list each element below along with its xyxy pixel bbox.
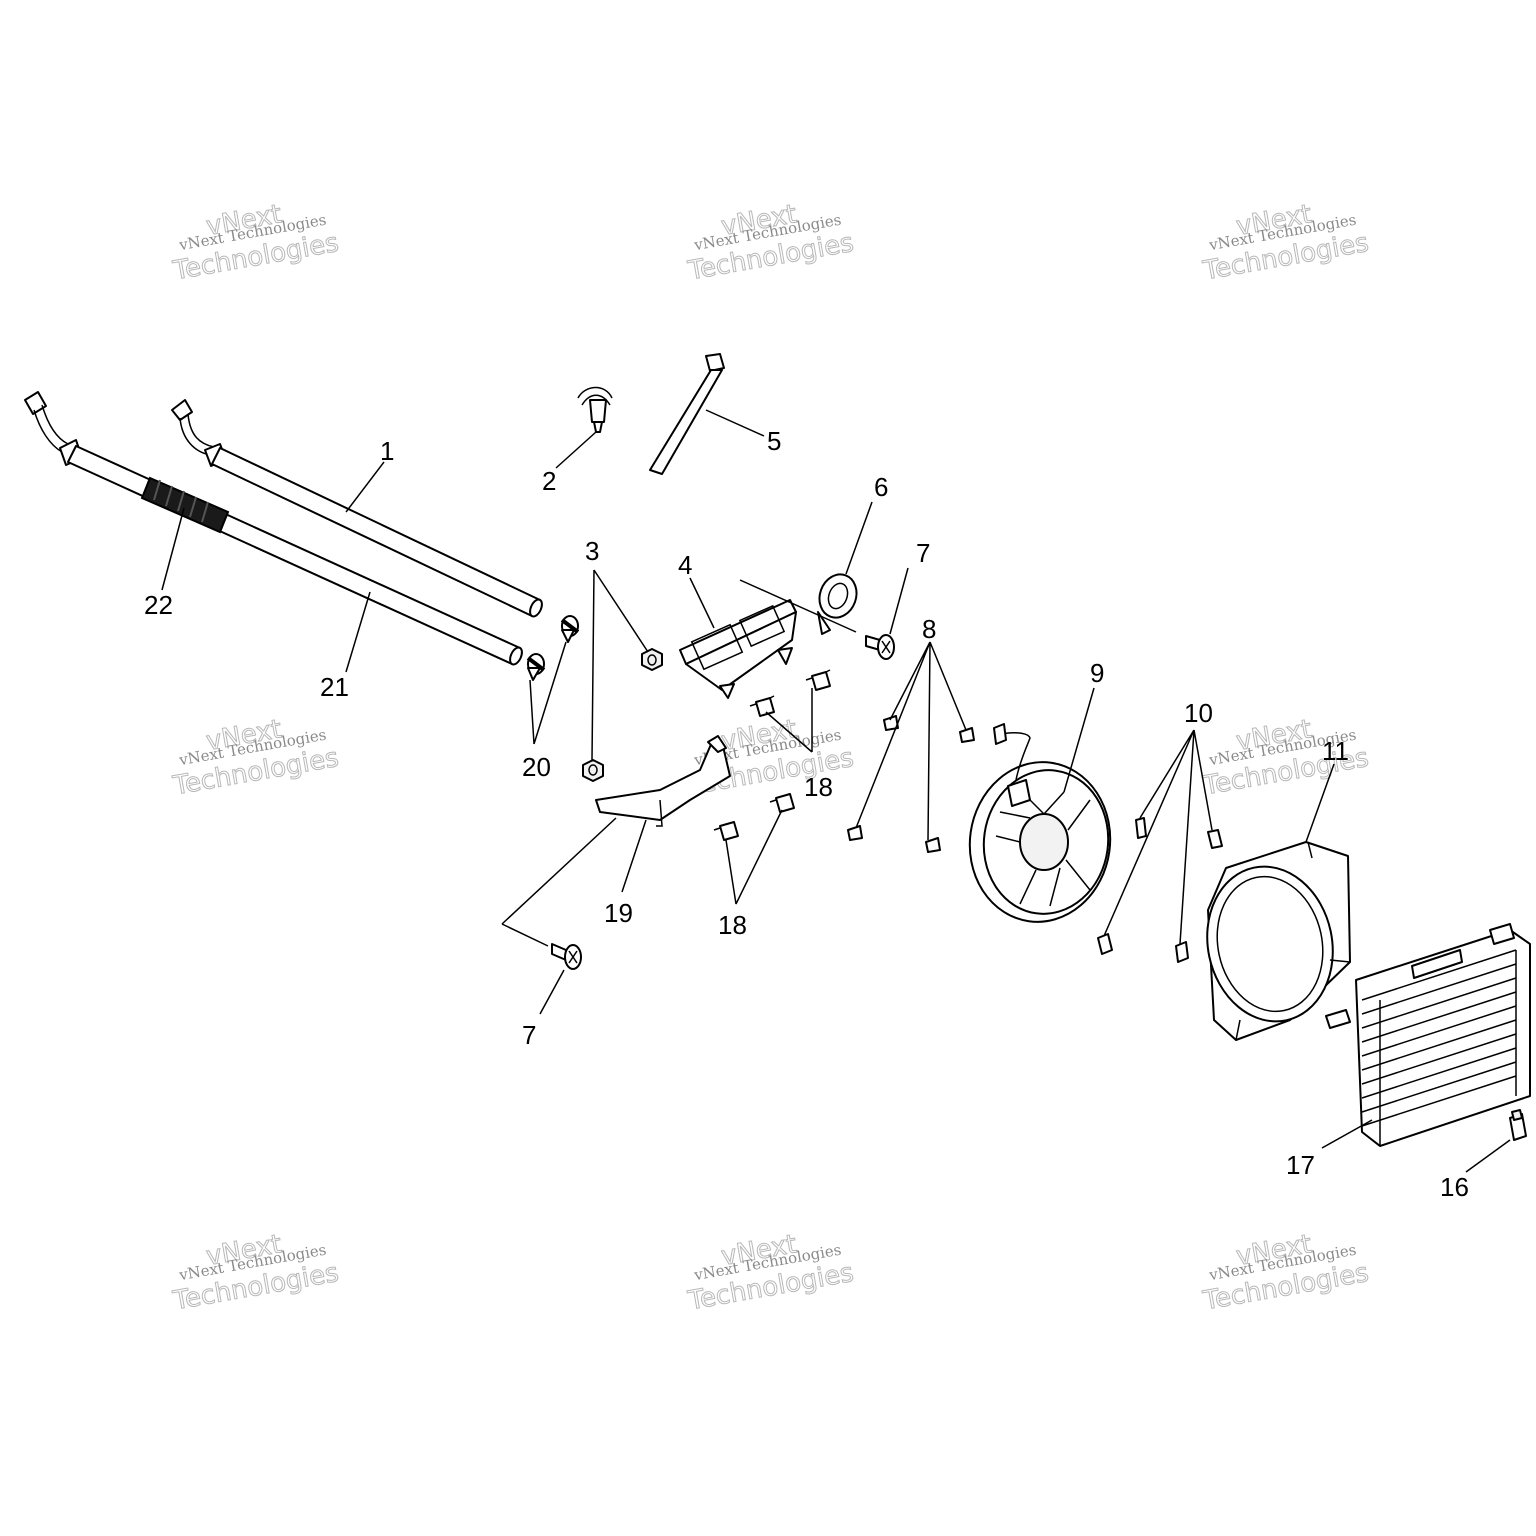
leader-7-lower (539, 969, 565, 1015)
callout-7-lower: 7 (522, 1020, 536, 1050)
callout-2: 2 (542, 466, 556, 496)
part-1-upper-hose (171, 399, 543, 618)
callout-3: 3 (585, 536, 599, 566)
part-8-clip-d (925, 837, 941, 853)
part-18-grommet-b (749, 695, 775, 717)
leader-3 (591, 569, 649, 761)
part-6-p-clamp (817, 573, 858, 635)
part-3-nut-lower (582, 759, 604, 782)
leader-8 (855, 641, 967, 841)
callout-20: 20 (522, 752, 551, 782)
callout-22: 22 (144, 590, 173, 620)
callout-5: 5 (767, 426, 781, 456)
leader-11 (1305, 763, 1335, 843)
watermark-top-left: vNext vNext Technologies Technologies (170, 199, 342, 287)
leader-lines (161, 409, 1511, 1173)
leader-19 (621, 819, 647, 893)
part-10-clip-b (1207, 829, 1223, 849)
leader-4 (689, 577, 715, 629)
callout-8: 8 (922, 614, 936, 644)
part-2-push-clip (577, 386, 613, 433)
callout-4: 4 (678, 550, 692, 580)
part-10-clip-d (1175, 941, 1189, 963)
watermark-bottom-center: vNext vNext Technologies Technologies (685, 1229, 857, 1317)
part-11-fan-shroud (1206, 841, 1351, 1041)
part-10-clip-a (1135, 817, 1147, 839)
leader-19-to-7 (501, 817, 617, 947)
part-9-cooling-fan (968, 723, 1112, 923)
callout-9: 9 (1090, 658, 1104, 688)
part-8-clip-c (847, 825, 863, 841)
leader-16 (1465, 1139, 1511, 1173)
watermark-top-right: vNext vNext Technologies Technologies (1200, 199, 1372, 287)
leader-2 (555, 431, 597, 469)
watermark-top-center: vNext vNext Technologies Technologies (685, 199, 857, 287)
part-10-clip-c (1097, 933, 1113, 955)
part-5-cable-tie (649, 353, 725, 475)
callout-7-upper: 7 (916, 538, 930, 568)
part-8-clip-b (959, 727, 975, 743)
callout-21: 21 (320, 672, 349, 702)
part-7-screw-lower (551, 943, 582, 970)
callout-18-lower: 18 (718, 910, 747, 940)
part-20-hose-clamp-lower (526, 653, 546, 681)
part-17-oil-cooler (1325, 923, 1531, 1147)
part-3-nut-upper (641, 648, 663, 671)
leader-9 (1063, 687, 1095, 793)
part-7-screw-upper (865, 634, 895, 660)
part-21-lower-hose (24, 391, 523, 666)
part-18-grommet-c (769, 793, 795, 813)
leader-6 (845, 501, 873, 575)
callout-18-upper: 18 (804, 772, 833, 802)
leader-10 (1103, 729, 1213, 945)
callout-11: 11 (1322, 736, 1349, 766)
callout-6: 6 (874, 472, 888, 502)
part-22-protective-sleeve (140, 476, 230, 534)
leader-18-lower (725, 809, 783, 905)
callout-16: 16 (1440, 1172, 1469, 1202)
watermark-mid-left: vNext vNext Technologies Technologies (170, 714, 342, 802)
leader-1 (345, 461, 385, 513)
leader-5 (705, 409, 765, 437)
leader-7-upper (889, 567, 909, 635)
watermark-bottom-left: vNext vNext Technologies Technologies (170, 1229, 342, 1317)
part-20-hose-clamp-upper (560, 615, 580, 643)
part-16-drain-plug (1509, 1109, 1527, 1141)
callout-labels: 1 2 3 4 5 6 7 8 9 10 11 16 17 18 18 19 7… (144, 426, 1469, 1202)
part-18-grommet-a (805, 669, 831, 691)
leader-18-upper (765, 688, 813, 753)
leader-17 (1321, 1119, 1373, 1149)
leader-20 (529, 641, 567, 745)
callout-10: 10 (1184, 698, 1213, 728)
callout-19: 19 (604, 898, 633, 928)
leader-4-to-7 (739, 579, 857, 633)
part-19-lower-bracket (595, 735, 731, 827)
part-18-grommet-d (713, 821, 739, 841)
part-4-bracket-plate (679, 599, 797, 699)
leader-21 (345, 591, 371, 673)
callout-17: 17 (1286, 1150, 1315, 1180)
leader-22 (161, 507, 185, 591)
callout-1: 1 (380, 436, 394, 466)
watermark-bottom-right: vNext vNext Technologies Technologies (1200, 1229, 1372, 1317)
